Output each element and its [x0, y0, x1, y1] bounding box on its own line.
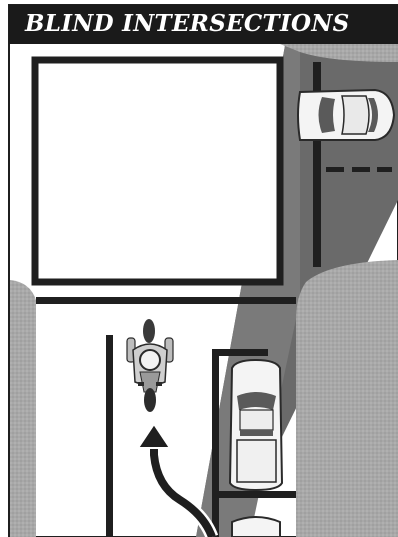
page-title: BLIND INTERSECTIONS [25, 10, 350, 37]
pickup-truck-icon [228, 358, 284, 492]
parked-car-bottom [231, 516, 281, 537]
curb-left [10, 280, 36, 537]
lane-line-left [106, 335, 113, 537]
arrow-up-icon [136, 422, 219, 537]
curb-right-corner [296, 260, 398, 537]
curb-top-right [270, 40, 398, 62]
motorcycle-icon [126, 319, 174, 412]
building-block [31, 56, 284, 286]
title-bar: BLIND INTERSECTIONS [9, 5, 398, 44]
parking-stall-lines [212, 349, 296, 537]
road-edge-vertical [313, 62, 321, 267]
road-edge-line [36, 297, 296, 304]
center-dash-line [326, 167, 392, 172]
car-icon [297, 88, 396, 141]
